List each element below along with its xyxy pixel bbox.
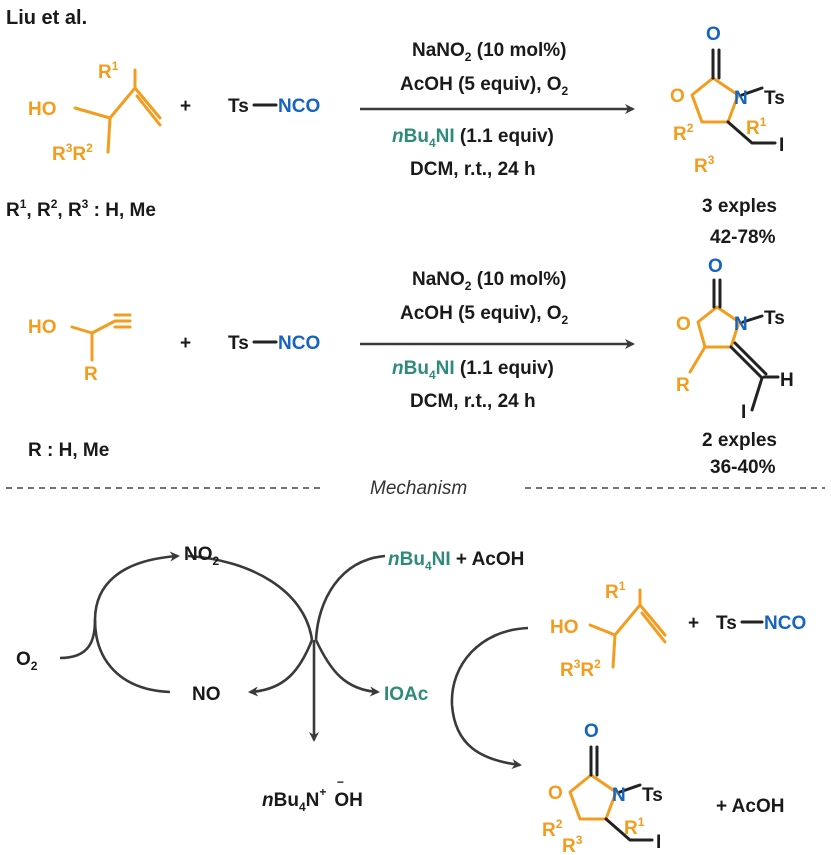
svg-text:N: N [734, 88, 748, 109]
svg-text:O: O [670, 86, 685, 107]
reaction2-substrate: HO R [28, 313, 132, 385]
svg-text:R2: R2 [542, 817, 563, 841]
species-ammonium-hydroxide: nBu4N+OH− [262, 775, 363, 814]
svg-text:O: O [584, 721, 599, 742]
svg-text:R1: R1 [624, 815, 645, 839]
reaction2-scope: R : H, Me [28, 440, 109, 461]
tosyl-isocyanate-3: Ts NCO [716, 613, 806, 634]
plus-sign: + [180, 333, 191, 354]
svg-text:O: O [548, 783, 563, 804]
reaction2-examples: 2 exples [702, 430, 777, 451]
svg-text:R: R [84, 364, 98, 385]
svg-text:NaNO2 (10 mol%): NaNO2 (10 mol%) [412, 269, 567, 293]
reaction1-substrate: HO R1 R3R2 [28, 59, 162, 165]
svg-text:R1: R1 [746, 115, 767, 139]
svg-text:HO: HO [550, 617, 579, 638]
svg-text:NCO: NCO [278, 96, 320, 117]
species-byproduct: + AcOH [716, 796, 784, 817]
svg-text:nBu4NI (1.1 equiv): nBu4NI (1.1 equiv) [392, 358, 554, 382]
svg-text:AcOH (5 equiv), O2: AcOH (5 equiv), O2 [400, 74, 569, 98]
svg-text:R1: R1 [605, 579, 626, 603]
plus-sign: + [688, 613, 699, 634]
svg-text:Ts: Ts [228, 96, 249, 117]
product-alkylidene-oxazolidinone: O O N Ts H I R [676, 256, 794, 423]
svg-text:I: I [779, 135, 784, 156]
reaction1-scope: R1, R2, R3 : H, Me [6, 197, 156, 221]
species-ioac: IOAc [384, 684, 429, 705]
svg-text:NCO: NCO [764, 613, 806, 634]
reaction1-yield: 42-78% [710, 227, 776, 248]
svg-text:R3R2: R3R2 [52, 141, 93, 165]
reaction2-conditions: NaNO2 (10 mol%) AcOH (5 equiv), O2 nBu4N… [392, 269, 569, 412]
mechanism-cycle [59, 551, 529, 769]
mechanism-product: O O N Ts I R2 R3 R1 [542, 721, 663, 855]
svg-text:R3: R3 [562, 833, 583, 855]
reaction2-yield: 36-40% [710, 457, 776, 478]
species-no: NO [192, 684, 221, 705]
svg-text:R: R [676, 375, 690, 396]
reaction1-conditions: NaNO2 (10 mol%) AcOH (5 equiv), O2 nBu4N… [392, 40, 569, 180]
svg-text:Ts: Ts [764, 88, 785, 109]
mechanism-title: Mechanism [370, 478, 467, 499]
svg-text:R3R2: R3R2 [560, 657, 601, 681]
svg-text:N: N [734, 314, 748, 335]
svg-text:R3: R3 [694, 153, 715, 177]
svg-text:I: I [741, 402, 746, 423]
svg-text:Ts: Ts [716, 613, 737, 634]
svg-text:NCO: NCO [278, 333, 320, 354]
tosyl-isocyanate-2: Ts NCO [228, 333, 320, 354]
svg-text:H: H [780, 370, 794, 391]
svg-text:DCM, r.t., 24 h: DCM, r.t., 24 h [410, 159, 536, 180]
svg-text:NaNO2 (10 mol%): NaNO2 (10 mol%) [412, 40, 567, 64]
svg-text:Ts: Ts [764, 308, 785, 329]
reaction1-examples: 3 exples [702, 196, 777, 217]
svg-text:AcOH (5 equiv), O2: AcOH (5 equiv), O2 [400, 303, 569, 327]
species-iodide-source: nBu4NI + AcOH [388, 549, 524, 573]
svg-text:N: N [612, 785, 626, 806]
product-oxazolidinone-1: O O N Ts I R2 R3 R1 [670, 24, 785, 177]
svg-text:HO: HO [28, 317, 57, 338]
mechanism-substrate: HO R1 R3R2 [550, 579, 667, 681]
svg-text:nBu4NI (1.1 equiv): nBu4NI (1.1 equiv) [392, 126, 554, 150]
tosyl-isocyanate-1: Ts NCO [228, 96, 320, 117]
svg-text:O: O [706, 24, 721, 45]
svg-text:O: O [676, 314, 691, 335]
plus-sign: + [180, 96, 191, 117]
svg-text:I: I [656, 832, 661, 853]
svg-text:DCM, r.t., 24 h: DCM, r.t., 24 h [410, 391, 536, 412]
svg-text:Ts: Ts [228, 333, 249, 354]
species-no2: NO2 [184, 544, 220, 568]
species-o2: O2 [16, 649, 38, 673]
svg-text:R2: R2 [673, 121, 694, 145]
svg-text:R1: R1 [98, 59, 119, 83]
svg-text:Ts: Ts [642, 785, 663, 806]
author-label: Liu et al. [6, 7, 87, 29]
svg-text:O: O [708, 256, 723, 277]
svg-text:HO: HO [28, 99, 57, 120]
